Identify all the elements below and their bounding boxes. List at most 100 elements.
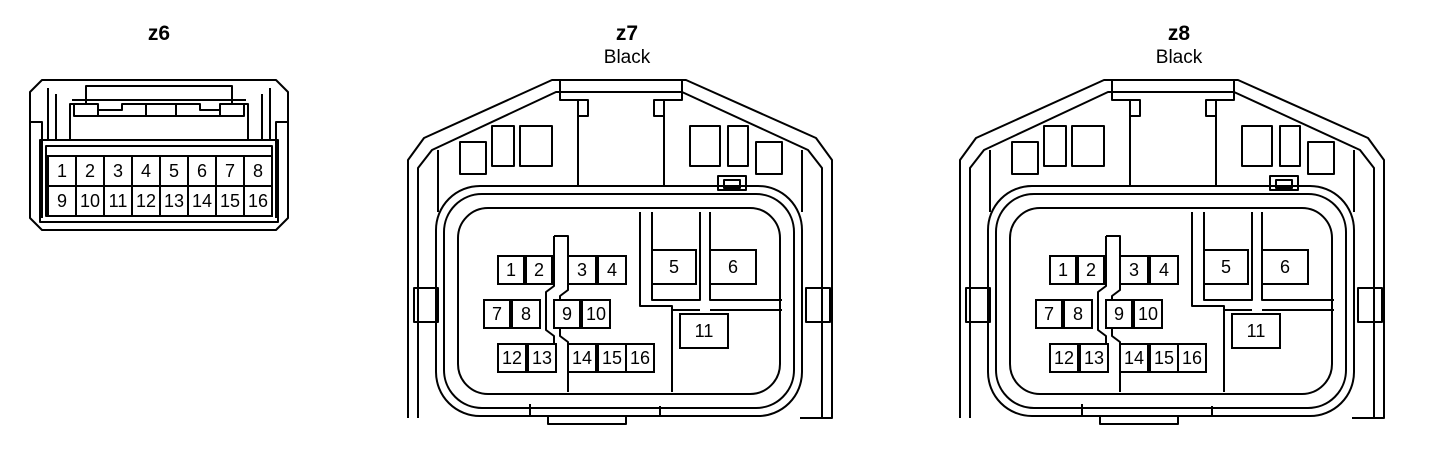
z6-pin-cell-15 xyxy=(215,185,245,217)
z6-pin-label-4: 4 xyxy=(141,161,151,181)
z8-pin-cell-5 xyxy=(1203,249,1249,285)
z6-pin-label-2: 2 xyxy=(85,161,95,181)
z8-pin-label-7: 7 xyxy=(1044,304,1054,324)
connector-z8: z8 Black xyxy=(959,22,1385,425)
z6-pin-label-10: 10 xyxy=(80,191,100,211)
z7-pin-label-3: 3 xyxy=(577,260,587,280)
connector-z7-color: Black xyxy=(604,47,651,68)
z8-pin-cell-6 xyxy=(1261,249,1309,285)
z7-pin-cell-12 xyxy=(497,343,527,373)
z7-pin-label-10: 10 xyxy=(586,304,606,324)
z8-pin-label-5: 5 xyxy=(1221,257,1231,277)
z8-pin-label-13: 13 xyxy=(1084,348,1104,368)
z6-pin-label-1: 1 xyxy=(57,161,67,181)
z7-pin-cell-14 xyxy=(567,343,597,373)
z6-pin-cell-8 xyxy=(243,155,273,187)
z7-pin-cell-16 xyxy=(625,343,655,373)
z7-pin-cell-2 xyxy=(525,255,553,285)
z6-pin-label-3: 3 xyxy=(113,161,123,181)
z8-pin-label-8: 8 xyxy=(1073,304,1083,324)
z7-pin-label-16: 16 xyxy=(630,348,650,368)
z7-pin-label-2: 2 xyxy=(534,260,544,280)
z7-pin-cell-5 xyxy=(651,249,697,285)
z6-pin-label-15: 15 xyxy=(220,191,240,211)
z8-pin-label-2: 2 xyxy=(1086,260,1096,280)
z7-pin-cell-7 xyxy=(483,299,511,329)
z7-pin-label-14: 14 xyxy=(572,348,592,368)
z7-pin-label-9: 9 xyxy=(562,304,572,324)
z8-pin-cell-2 xyxy=(1077,255,1105,285)
z8-pin-label-14: 14 xyxy=(1124,348,1144,368)
z7-pin-label-7: 7 xyxy=(492,304,502,324)
connector-z7-label: z7 xyxy=(616,22,638,45)
z7-pin-label-6: 6 xyxy=(728,257,738,277)
z6-pin-cell-13 xyxy=(159,185,189,217)
z8-pin-cell-3 xyxy=(1119,255,1149,285)
z7-pin-label-4: 4 xyxy=(607,260,617,280)
connector-z8-housing xyxy=(959,79,1385,425)
z8-pin-label-6: 6 xyxy=(1280,257,1290,277)
z8-pin-label-15: 15 xyxy=(1154,348,1174,368)
z6-pin-label-13: 13 xyxy=(164,191,184,211)
z8-pin-cell-12 xyxy=(1049,343,1079,373)
z7-pin-cell-13 xyxy=(527,343,557,373)
connector-z8-color: Black xyxy=(1156,47,1203,68)
z8-pin-cell-9 xyxy=(1105,299,1133,329)
connector-z6-label: z6 xyxy=(148,22,170,45)
z6-pin-label-6: 6 xyxy=(197,161,207,181)
z8-pin-cell-10 xyxy=(1133,299,1163,329)
z7-pin-cell-1 xyxy=(497,255,525,285)
z8-pin-cell-16 xyxy=(1177,343,1207,373)
z8-pin-label-16: 16 xyxy=(1182,348,1202,368)
z6-pin-label-7: 7 xyxy=(225,161,235,181)
connector-z7: z7 Black xyxy=(407,22,833,425)
z6-pin-label-11: 11 xyxy=(109,191,128,211)
z7-pin-cell-6 xyxy=(709,249,757,285)
z8-pin-label-4: 4 xyxy=(1159,260,1169,280)
z7-pin-cell-10 xyxy=(581,299,611,329)
z8-pin-cell-8 xyxy=(1063,299,1093,329)
z7-pin-cell-4 xyxy=(597,255,627,285)
z8-pin-cell-7 xyxy=(1035,299,1063,329)
z8-pin-label-10: 10 xyxy=(1138,304,1158,324)
z7-pin-cell-8 xyxy=(511,299,541,329)
z8-pin-label-1: 1 xyxy=(1058,260,1068,280)
z6-pin-label-16: 16 xyxy=(248,191,268,211)
z7-pin-label-11: 11 xyxy=(695,321,714,341)
z7-pin-label-15: 15 xyxy=(602,348,622,368)
z7-pin-cell-9 xyxy=(553,299,581,329)
z8-pin-label-9: 9 xyxy=(1114,304,1124,324)
z6-pin-label-9: 9 xyxy=(57,191,67,211)
z8-pin-cell-11 xyxy=(1231,313,1281,349)
z8-pin-label-12: 12 xyxy=(1054,348,1074,368)
connector-z7-housing xyxy=(407,79,833,425)
z7-pin-cell-3 xyxy=(567,255,597,285)
z7-pin-label-8: 8 xyxy=(521,304,531,324)
z8-pin-label-3: 3 xyxy=(1129,260,1139,280)
z8-pin-cell-4 xyxy=(1149,255,1179,285)
z8-pin-label-11: 11 xyxy=(1247,321,1266,341)
z6-pin-label-14: 14 xyxy=(192,191,212,211)
z6-pin-cell-12 xyxy=(131,185,161,217)
z6-pin-cell-10 xyxy=(75,185,105,217)
z8-pin-cell-1 xyxy=(1049,255,1077,285)
z7-pin-cell-11 xyxy=(679,313,729,349)
z8-pin-cell-13 xyxy=(1079,343,1109,373)
connector-z8-label: z8 xyxy=(1168,22,1191,45)
z6-pin-cell-16 xyxy=(243,185,273,217)
z7-pin-label-12: 12 xyxy=(502,348,522,368)
z8-pin-cell-14 xyxy=(1119,343,1149,373)
z6-pin-cell-11 xyxy=(103,185,133,217)
z7-pin-label-5: 5 xyxy=(669,257,679,277)
z6-pin-label-5: 5 xyxy=(169,161,179,181)
z7-pin-label-13: 13 xyxy=(532,348,552,368)
z6-pin-label-12: 12 xyxy=(136,191,156,211)
z6-pin-label-8: 8 xyxy=(253,161,263,181)
z7-pin-label-1: 1 xyxy=(506,260,516,280)
z6-pin-cell-7 xyxy=(215,155,245,187)
